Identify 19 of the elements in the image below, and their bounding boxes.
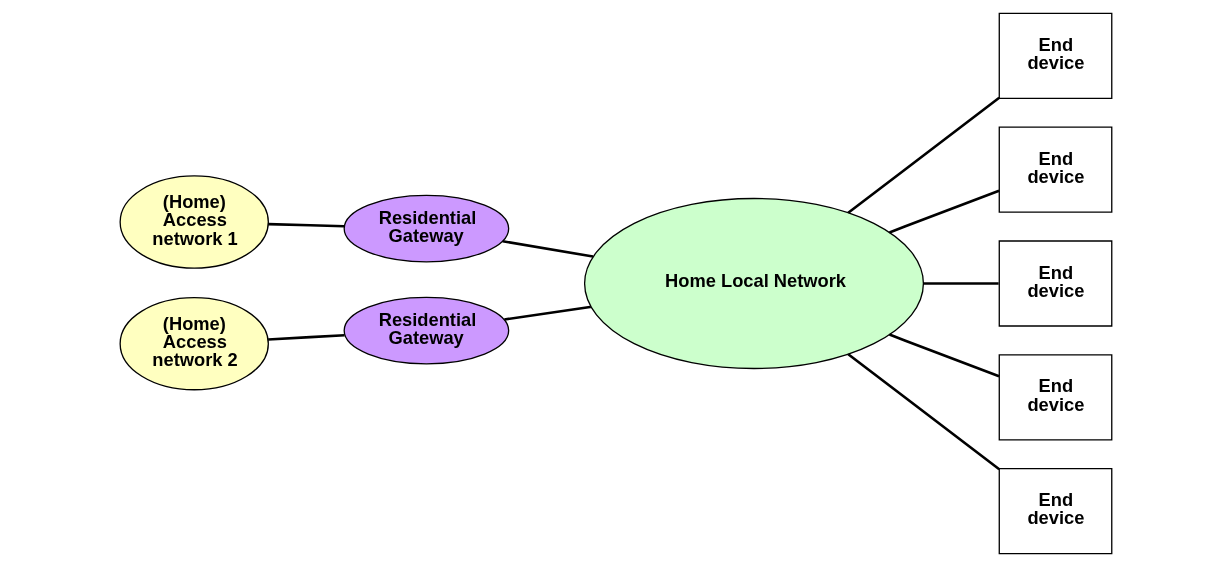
connector	[504, 305, 591, 321]
node-ellipse: (Home) Access network 2	[119, 296, 269, 391]
connector	[889, 333, 1000, 378]
node-box: End device	[998, 12, 1113, 100]
node-box: End device	[998, 354, 1113, 441]
connector	[923, 282, 999, 285]
connector	[502, 239, 594, 258]
node-ellipse: Home Local Network	[583, 197, 925, 370]
connector	[268, 333, 345, 341]
node-ellipse: Residential Gateway	[343, 296, 510, 365]
connector	[847, 353, 1000, 471]
connector	[889, 189, 1000, 234]
node-ellipse: Residential Gateway	[343, 194, 510, 263]
connector	[268, 222, 345, 228]
node-box: End device	[998, 240, 1113, 327]
node-box: End device	[998, 126, 1113, 213]
node-ellipse: (Home) Access network 1	[119, 175, 269, 269]
connector	[847, 96, 1000, 214]
node-box: End device	[998, 467, 1113, 555]
